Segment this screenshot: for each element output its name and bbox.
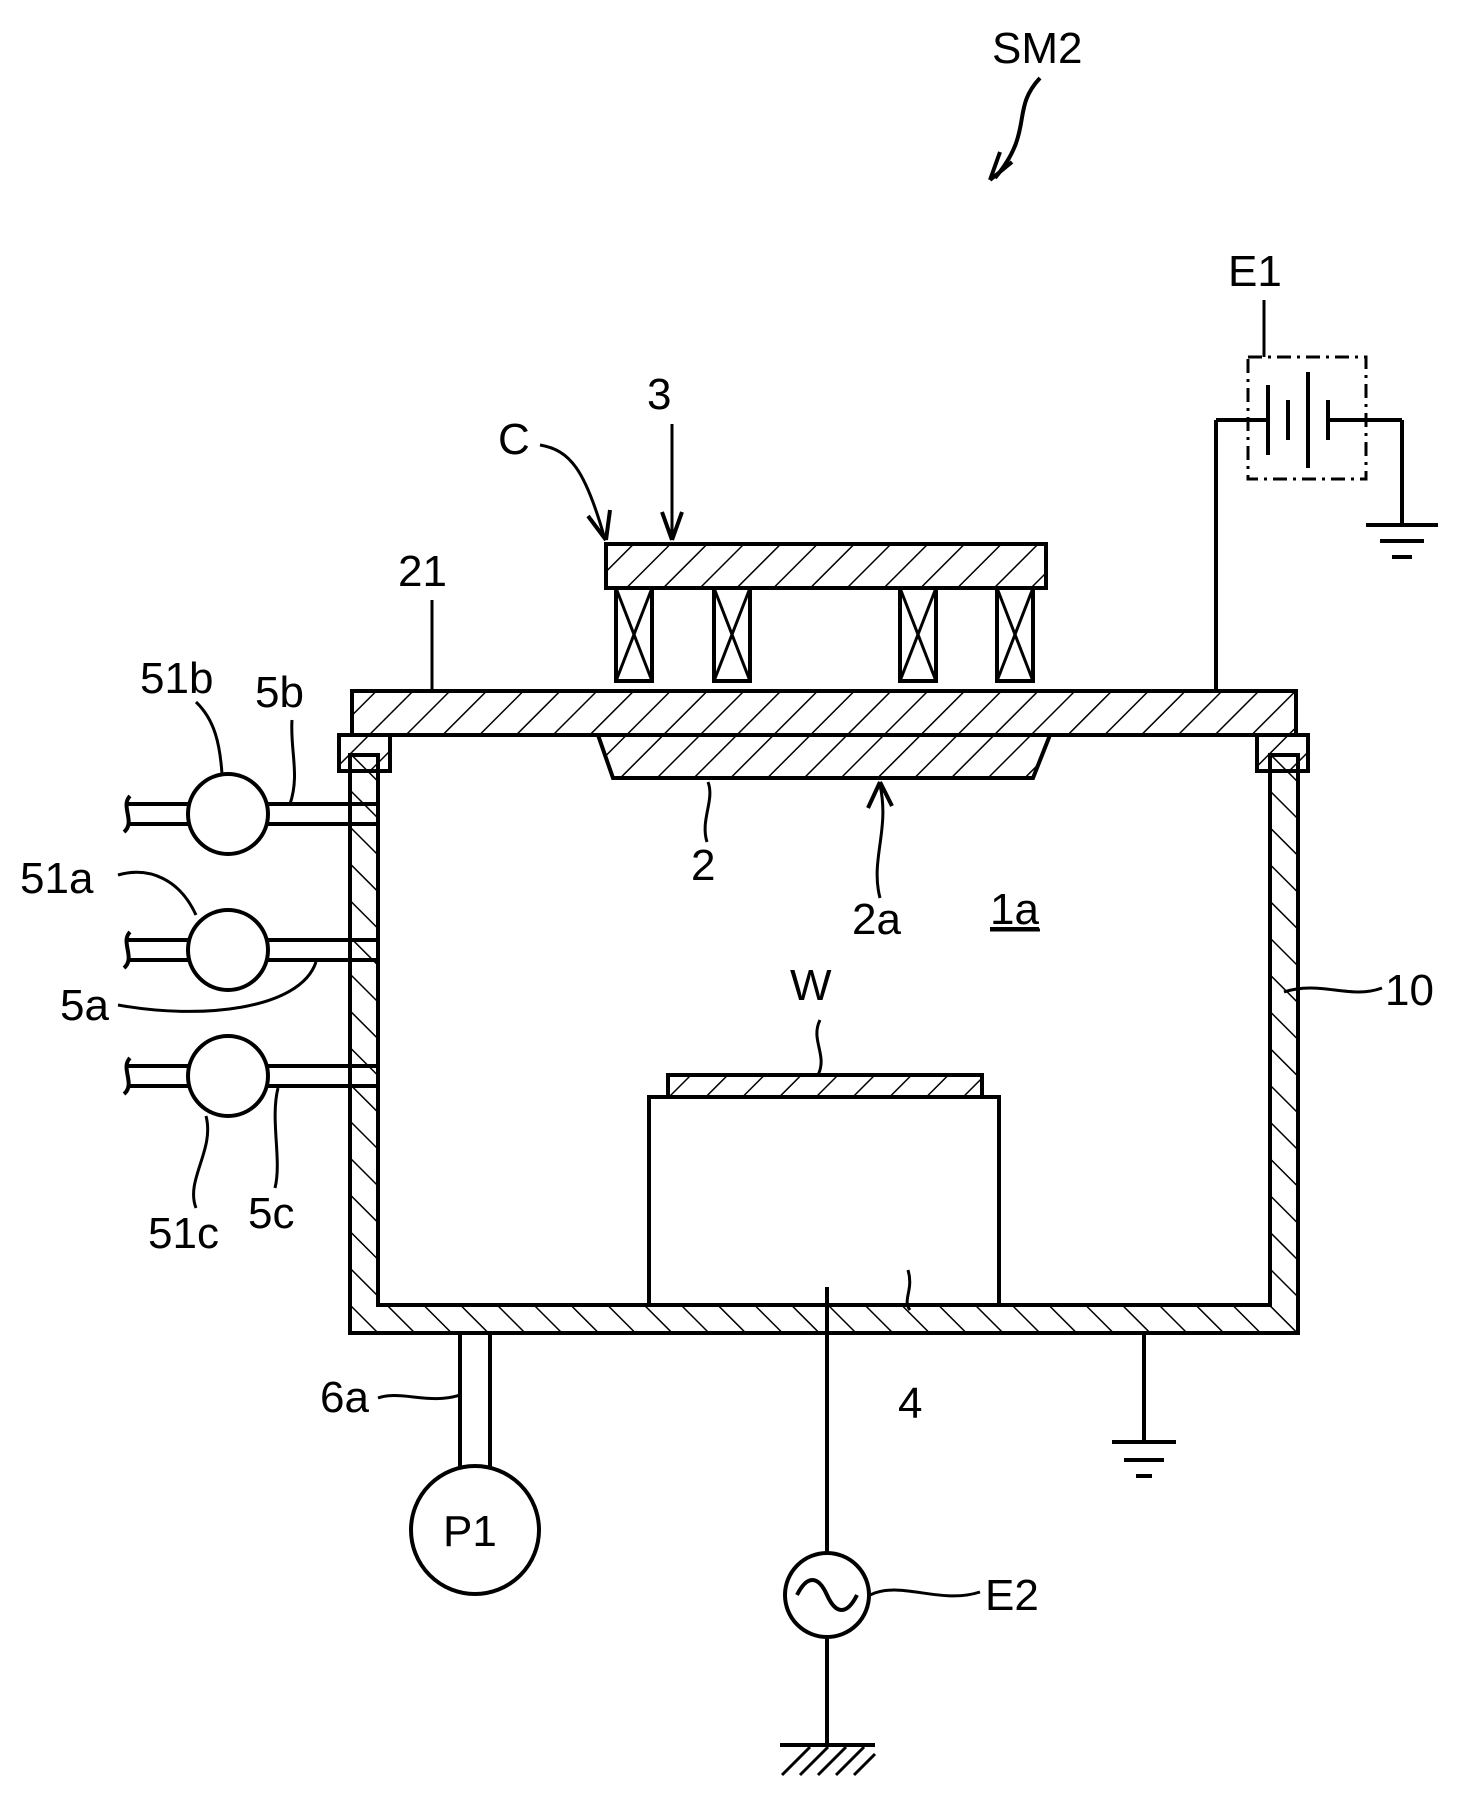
exhaust-pipe-label: 6a (320, 1373, 369, 1422)
pump-label: P1 (443, 1507, 497, 1556)
pipe-b-label: 5b (255, 668, 304, 717)
figure-label: SM2 (992, 24, 1082, 73)
rf-source-label: E2 (985, 1571, 1039, 1620)
lid (352, 691, 1296, 735)
chamber-wall-label: 10 (1385, 966, 1434, 1015)
figure-arrow (995, 78, 1040, 178)
chamber-space-label: 1a (990, 885, 1039, 934)
stage-label: 4 (898, 1379, 922, 1428)
target (598, 735, 1050, 778)
magnet-yoke (606, 544, 1046, 588)
target-label: 2 (691, 841, 715, 890)
valve-c-label: 51c (148, 1209, 219, 1258)
valve-b-label: 51b (140, 654, 213, 703)
pipe-a-label: 5a (60, 981, 109, 1030)
gas-line-b (124, 774, 378, 854)
valve-a-label: 51a (20, 854, 94, 903)
gas-line-c (124, 1036, 378, 1116)
lid-label: 21 (398, 547, 447, 596)
target-surface-label: 2a (852, 895, 901, 944)
pipe-c-label: 5c (248, 1189, 294, 1238)
stage (649, 1097, 999, 1305)
gas-line-a (124, 910, 378, 990)
wafer (668, 1075, 982, 1097)
dc-source-label: E1 (1228, 247, 1282, 296)
earth-ground-hatch (782, 1747, 875, 1775)
magnet-corner-label: C (498, 415, 530, 464)
dc-source (1262, 372, 1366, 468)
magnet-yoke-label: 3 (647, 370, 671, 419)
magnet-coils (616, 588, 1033, 681)
wafer-label: W (790, 961, 832, 1010)
